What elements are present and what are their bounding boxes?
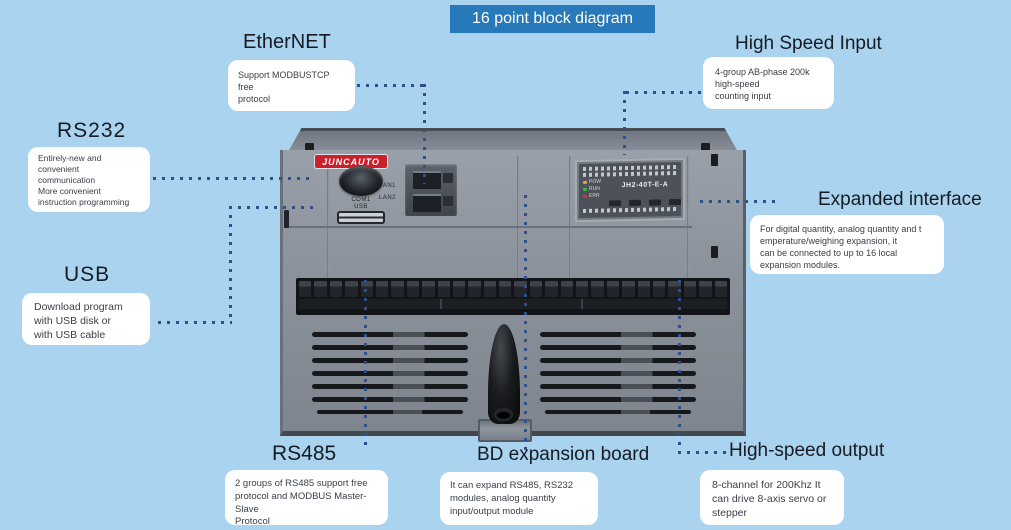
terminal-divider — [440, 299, 443, 309]
com1-port — [339, 166, 383, 196]
din-clip-hole — [496, 410, 511, 419]
pow-led-label: POW — [589, 178, 601, 185]
usb-port-contact — [339, 213, 383, 222]
err-led-icon — [583, 194, 587, 198]
connector-ethernet-h — [357, 84, 423, 87]
err-led-label: ERR — [589, 192, 600, 199]
side-notch — [284, 210, 289, 228]
connector-expanded-interface-h — [700, 200, 776, 203]
vent-slots-left — [312, 332, 468, 414]
led-mid-row: POW RUN ERR JH2-40T-E-A — [583, 177, 677, 199]
callout-box-rs232: Entirely-new and convenient communicatio… — [28, 147, 150, 212]
connector-bd-expansion-v — [524, 195, 527, 452]
lan2-jack — [413, 194, 441, 212]
connector-rs232-h — [153, 177, 315, 180]
connector-high-speed-input-v — [623, 91, 626, 155]
led-status-panel: POW RUN ERR JH2-40T-E-A — [575, 157, 685, 223]
run-led-icon — [583, 187, 587, 191]
connector-high-speed-output-v — [678, 280, 681, 447]
panel-seam — [327, 156, 329, 278]
lan2-jack-tab — [443, 196, 453, 206]
panel-seam — [569, 156, 571, 278]
panel-seam — [687, 156, 689, 278]
led-run: RUN — [583, 185, 613, 192]
usb-port-label: USB — [354, 204, 368, 210]
terminal-strip — [296, 278, 730, 315]
brand-badge: JUNCAUTO — [315, 155, 387, 168]
led-pow: POW — [583, 178, 613, 185]
callout-box-expanded-interface: For digital quantity, analog quantity an… — [750, 215, 944, 274]
status-led-column: POW RUN ERR — [583, 178, 613, 199]
callout-box-usb: Download program with USB disk or with U… — [22, 293, 150, 345]
panel-seam — [517, 156, 519, 278]
terminal-cover — [299, 299, 727, 309]
callout-box-rs485: 2 groups of RS485 support free protocol … — [225, 470, 388, 527]
connector-rs485-v — [364, 280, 367, 450]
callout-box-high-speed-output: 8-channel for 200Khz It can drive 8-axis… — [700, 470, 844, 525]
pow-led-icon — [583, 180, 587, 184]
connector-high-speed-output-h — [678, 451, 728, 454]
io-indicator-row — [583, 207, 677, 213]
run-led-label: RUN — [589, 185, 600, 192]
usb-port — [337, 211, 385, 224]
label-rs485: RS485 — [272, 442, 337, 465]
plc-device: JUNCAUTO COM1 USB LAN1 LAN2 POW — [280, 128, 746, 444]
label-high-speed-input: High Speed Input — [735, 33, 882, 54]
edge-clip-mark — [711, 154, 718, 166]
connector-usb-h-bottom — [158, 321, 232, 324]
lan1-jack-tab — [443, 173, 453, 183]
label-high-speed-output: High-speed output — [729, 440, 885, 461]
io-indicator-row — [583, 171, 677, 177]
panel-seam-horizontal — [286, 226, 692, 228]
connector-ethernet-v — [423, 84, 426, 184]
terminal-row — [299, 281, 727, 297]
connector-usb-h-top — [229, 206, 316, 209]
connector-usb-v — [229, 206, 232, 323]
callout-box-bd-expansion: It can expand RS485, RS232 modules, anal… — [440, 472, 598, 525]
label-expanded-interface: Expanded interface — [818, 189, 982, 210]
connector-high-speed-input-h — [626, 91, 702, 94]
title-banner: 16 point block diagram — [450, 5, 655, 33]
callout-box-high-speed-input: 4-group AB-phase 200k high-speed countin… — [703, 57, 834, 109]
lan2-port-label: LAN2 — [379, 195, 397, 201]
label-rs232: RS232 — [57, 119, 127, 142]
lan1-jack — [413, 171, 441, 189]
lan-port-block — [405, 164, 457, 216]
port-icon-row — [583, 198, 681, 207]
io-indicator-row — [583, 165, 677, 171]
label-bd-expansion-board: BD expansion board — [477, 444, 650, 465]
label-ethernet: EtherNET — [243, 31, 331, 53]
lan1-port-label: LAN1 — [379, 183, 397, 189]
callout-box-ethernet: Support MODBUSTCP free protocol — [228, 60, 355, 111]
com1-port-label: COM1 — [351, 197, 371, 203]
label-usb: USB — [64, 263, 111, 286]
edge-clip-mark — [711, 246, 718, 258]
terminal-divider — [581, 299, 584, 309]
led-err: ERR — [583, 192, 613, 199]
model-number: JH2-40T-E-A — [621, 181, 669, 190]
device-top-face — [288, 128, 738, 152]
vent-slots-right — [540, 332, 696, 414]
led-panel-inner: POW RUN ERR JH2-40T-E-A — [579, 161, 681, 219]
